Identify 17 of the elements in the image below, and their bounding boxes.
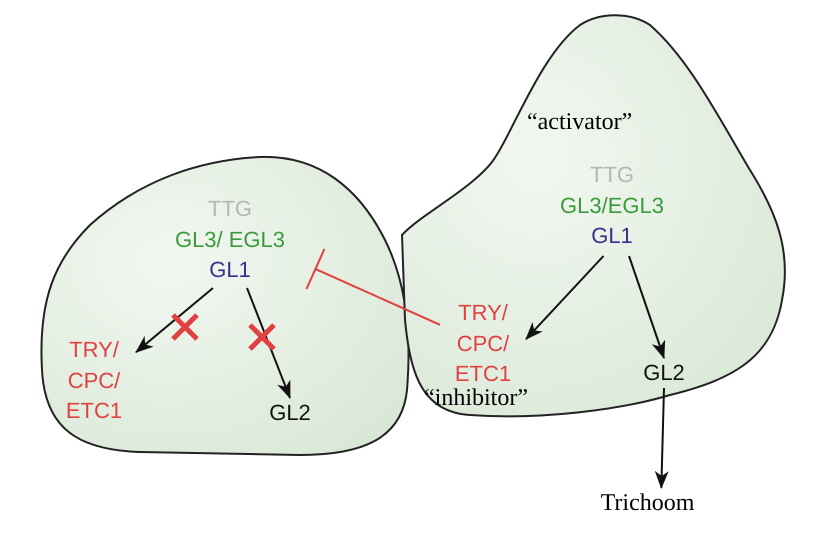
arrow <box>135 287 214 353</box>
protein-label: TTG <box>590 160 634 189</box>
inhibition-line <box>306 248 440 326</box>
gene-label: TRY/ CPC/ ETC1 <box>52 333 136 429</box>
arrow <box>525 255 604 340</box>
gene-label: GL2 <box>258 398 322 428</box>
arrow <box>628 256 666 359</box>
protein-label: TTG <box>208 194 252 223</box>
protein-label: GL1 <box>209 256 251 284</box>
protein-label: GL3/ EGL3 <box>174 226 286 254</box>
role-caption: “activator” <box>527 108 632 137</box>
arrow <box>654 388 669 489</box>
arrow <box>246 288 291 399</box>
protein-label: GL1 <box>591 222 633 250</box>
gene-label: GL2 <box>633 358 695 388</box>
gene-label: Trichoom <box>590 488 705 520</box>
protein-label: GL3/EGL3 <box>560 192 664 220</box>
